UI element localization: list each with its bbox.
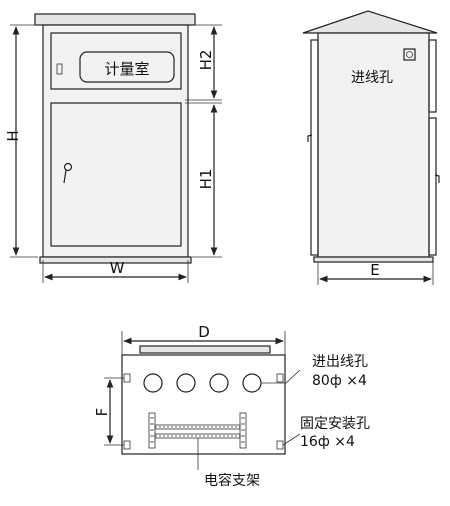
capacitor-bracket [148, 412, 247, 449]
svg-text:D: D [198, 323, 210, 341]
base-plate [121, 354, 286, 455]
meter-door-lock [56, 63, 63, 75]
cable-holes-callout: 进出线孔 80ф ×4 [261, 354, 368, 389]
mount-holes-spec: 16ф ×4 [300, 434, 355, 450]
side-roof [302, 10, 438, 34]
cable-entry-label: 进线孔 [351, 70, 393, 86]
dim-f: F [93, 377, 124, 446]
mount-holes-label: 固定安装孔 [300, 416, 370, 432]
cable-hole-icon [143, 373, 163, 393]
side-view: 进线孔 E [302, 10, 440, 285]
svg-text:E: E [370, 261, 379, 279]
side-body [317, 32, 430, 258]
side-hinge-right [434, 174, 440, 183]
front-plinth [39, 256, 192, 264]
capacitor-bracket-label: 电容支架 [204, 472, 260, 489]
mount-hole-icon [276, 440, 284, 450]
cable-hole-icon [176, 373, 196, 393]
side-door-edge-left [310, 39, 319, 256]
front-roof [34, 13, 196, 26]
dim-h1: H1 [185, 102, 222, 258]
dim-h: H [4, 24, 38, 258]
bottom-view: D [93, 323, 370, 489]
svg-text:F: F [93, 408, 111, 417]
capacitor-bracket-callout: 电容支架 [197, 438, 260, 489]
main-door [50, 102, 182, 247]
mount-hole-icon [276, 373, 284, 383]
front-body [42, 24, 189, 258]
svg-text:W: W [110, 259, 125, 277]
meter-room-label: 计量室 [104, 60, 149, 78]
svg-text:H1: H1 [197, 169, 215, 190]
side-plinth [313, 256, 434, 263]
side-hinge-left [307, 134, 313, 142]
svg-text:H2: H2 [197, 50, 215, 71]
mount-hole-icon [123, 440, 131, 450]
mount-hole-icon [123, 373, 131, 383]
dim-h2: H2 [185, 24, 222, 101]
front-view: 计量室 H H2 H1 [4, 13, 222, 283]
meter-window [79, 51, 175, 83]
door-handle-icon [63, 162, 73, 184]
bottom-view-rail [139, 345, 271, 354]
meter-door [50, 32, 182, 90]
cable-entry-icon [403, 48, 416, 61]
mount-holes-callout: 固定安装孔 16ф ×4 [282, 416, 370, 450]
dim-e: E [317, 261, 434, 285]
cable-hole-icon [242, 373, 262, 393]
side-door-edge-right-bottom [428, 117, 437, 256]
side-door-edge-right-top [428, 39, 437, 113]
svg-text:H: H [4, 130, 22, 141]
cable-holes-label: 进出线孔 [312, 354, 368, 370]
dim-w: W [42, 259, 189, 283]
cable-hole-icon [209, 373, 229, 393]
dim-d: D [121, 323, 286, 355]
cable-holes-spec: 80ф ×4 [312, 373, 367, 389]
